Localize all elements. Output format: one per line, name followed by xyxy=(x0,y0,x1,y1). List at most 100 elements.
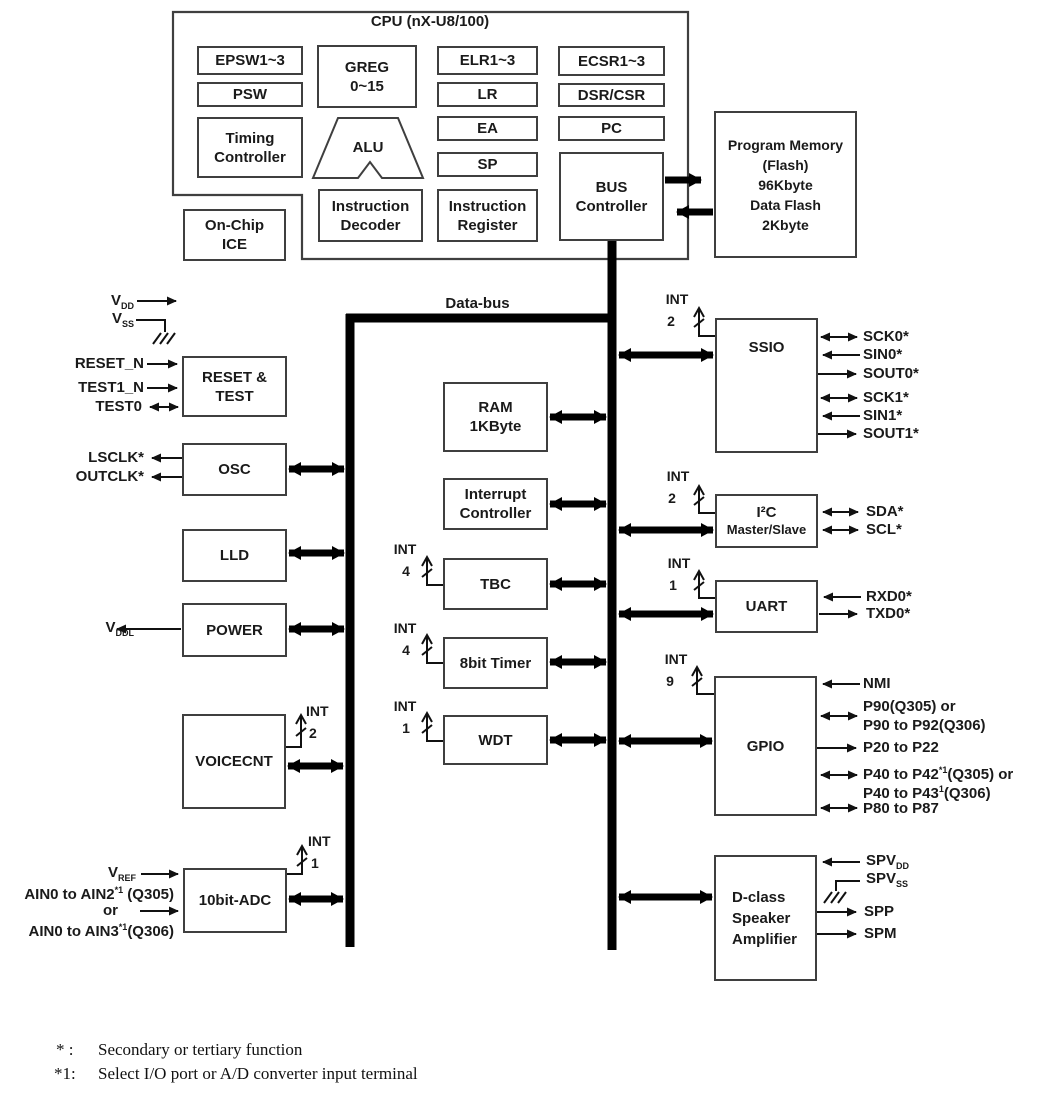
block-ssio: SSIO xyxy=(715,318,818,453)
label-spvss: SPVSS xyxy=(866,870,909,890)
block-uart: UART xyxy=(715,580,818,633)
block-dsr-csr: DSR/CSR xyxy=(558,83,665,107)
int-arrow-gpio xyxy=(691,664,714,695)
label-int-count-ssio: 2 xyxy=(667,313,675,329)
cpu-title: CPU (nX-U8/100) xyxy=(370,13,490,30)
block-epsw: EPSW1~3 xyxy=(197,46,303,75)
label-p90-line2: P90 to P92(Q306) xyxy=(863,717,986,734)
label-nmi: NMI xyxy=(863,675,891,692)
block-tbc: TBC xyxy=(443,558,548,610)
label-spp: SPP xyxy=(864,903,895,920)
block-pc: PC xyxy=(558,116,665,141)
label-int-timer8: INT xyxy=(393,620,417,636)
block-ecsr: ECSR1~3 xyxy=(558,46,665,76)
label-sck1: SCK1* xyxy=(863,389,909,406)
block-alu-label: ALU xyxy=(352,139,384,156)
int-arrow-ssio xyxy=(693,305,715,337)
block-8bit-timer: 8bit Timer xyxy=(443,637,548,689)
label-int-count-timer8: 4 xyxy=(402,642,410,658)
label-p80: P80 to P87 xyxy=(863,800,939,817)
block-10bit-adc: 10bit-ADC xyxy=(183,868,287,933)
int-arrow-wdt xyxy=(421,710,443,742)
footnote-2-marker: *1: xyxy=(54,1064,76,1083)
label-reset-n: RESET_N xyxy=(74,355,144,372)
data-bus-lines xyxy=(345,241,617,950)
label-sin0: SIN0* xyxy=(863,346,903,363)
int-arrow-i2c xyxy=(693,483,715,514)
int-arrow-timer8 xyxy=(421,632,443,664)
block-lr: LR xyxy=(437,82,538,107)
label-outclk: OUTCLK* xyxy=(75,468,144,485)
label-ain-line1: AIN0 to AIN2*1 (Q305) xyxy=(24,885,174,903)
label-int-uart: INT xyxy=(667,555,691,571)
label-sck0: SCK0* xyxy=(863,328,909,345)
label-test1-n: TEST1_N xyxy=(78,379,144,396)
label-p40-line2: P40 to P431(Q306) xyxy=(863,784,991,802)
label-int-count-adc: 1 xyxy=(311,855,319,871)
label-int-wdt: INT xyxy=(393,698,417,714)
label-ain-line3: AIN0 to AIN3*1(Q306) xyxy=(28,922,175,940)
line-spvss xyxy=(835,880,860,891)
block-voicecnt: VOICECNT xyxy=(182,714,286,809)
label-sda: SDA* xyxy=(866,503,904,520)
int-arrow-uart xyxy=(693,568,715,599)
label-int-count-gpio: 9 xyxy=(666,673,674,689)
label-sout1: SOUT1* xyxy=(863,425,919,442)
block-lld: LLD xyxy=(182,529,287,582)
block-power: POWER xyxy=(182,603,287,657)
label-spm: SPM xyxy=(864,925,897,942)
label-sin1: SIN1* xyxy=(863,407,903,424)
label-int-i2c: INT xyxy=(666,468,690,484)
label-int-voicecnt: INT xyxy=(306,703,329,719)
label-spvdd: SPVDD xyxy=(866,852,910,872)
footnote-1-marker: * : xyxy=(56,1040,74,1059)
label-int-ssio: INT xyxy=(665,291,689,307)
label-p20: P20 to P22 xyxy=(863,739,939,756)
block-osc: OSC xyxy=(182,443,287,496)
label-int-count-tbc: 4 xyxy=(402,563,410,579)
label-int-count-uart: 1 xyxy=(669,577,677,593)
block-sp: SP xyxy=(437,152,538,177)
block-program-memory: Program Memory (Flash) 96Kbyte Data Flas… xyxy=(714,111,857,258)
line-vss xyxy=(136,319,166,332)
label-int-count-voicecnt: 2 xyxy=(309,725,317,741)
right-signal-arrows xyxy=(817,332,861,939)
int-arrows xyxy=(286,305,715,875)
label-int-adc: INT xyxy=(308,833,331,849)
ground-icon xyxy=(823,891,847,904)
label-p40-line1: P40 to P42*1(Q305) or xyxy=(863,765,1014,783)
label-lsclk: LSCLK* xyxy=(88,449,144,466)
block-psw: PSW xyxy=(197,82,303,107)
label-sout0: SOUT0* xyxy=(863,365,919,382)
label-vddl: VDDL xyxy=(105,619,134,639)
block-wdt: WDT xyxy=(443,715,548,765)
int-arrow-voicecnt xyxy=(286,712,307,748)
block-gpio: GPIO xyxy=(714,676,817,816)
ground-icon xyxy=(152,332,176,345)
block-elr: ELR1~3 xyxy=(437,46,538,75)
label-int-count-i2c: 2 xyxy=(668,490,676,506)
label-int-tbc: INT xyxy=(393,541,417,557)
label-vref: VREF xyxy=(107,864,136,884)
footnote-1-text: Secondary or tertiary function xyxy=(98,1040,303,1059)
left-signal-arrows xyxy=(116,296,182,916)
label-scl: SCL* xyxy=(866,521,902,538)
data-bus-label: Data-bus xyxy=(445,295,510,312)
bus-arrows xyxy=(287,173,714,906)
label-vss: VSS xyxy=(111,310,134,330)
label-int-gpio: INT xyxy=(664,651,688,667)
block-ea: EA xyxy=(437,116,538,141)
label-int-count-wdt: 1 xyxy=(402,720,410,736)
cpu-outline xyxy=(171,10,690,261)
